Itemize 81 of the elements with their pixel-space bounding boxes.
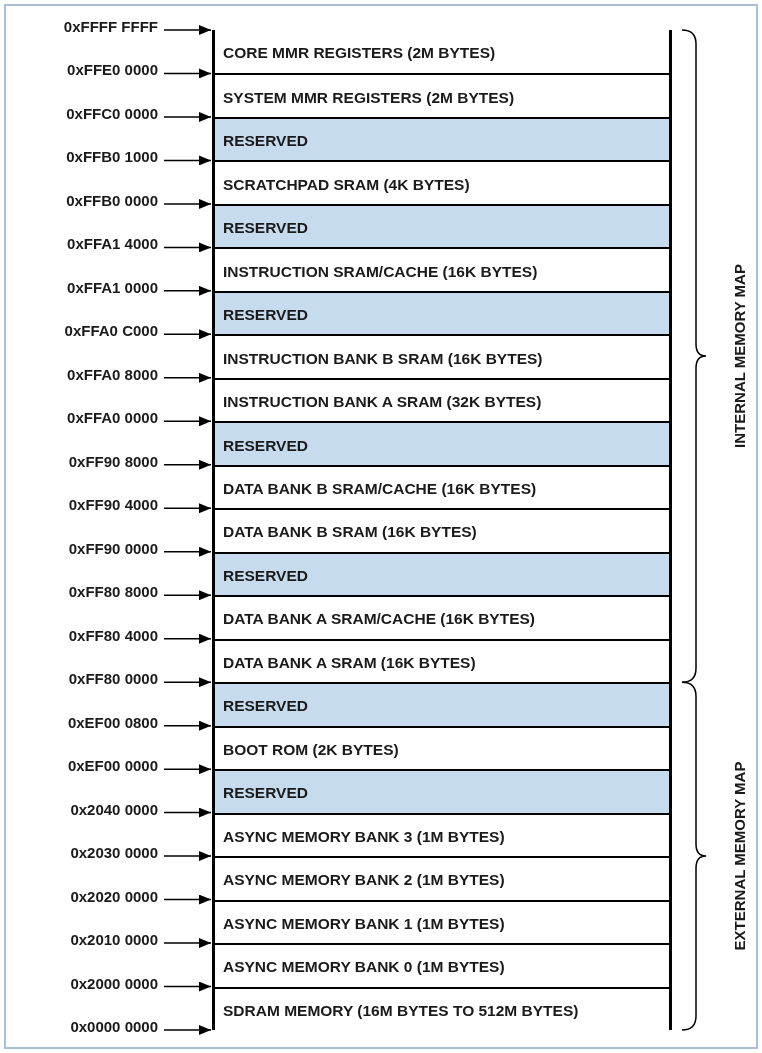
region-label: RESERVED [223,566,308,585]
region-label: INSTRUCTION SRAM/CACHE (16K BYTES) [223,262,538,281]
reserved-region [215,203,669,248]
region-label: ASYNC MEMORY BANK 2 (1M BYTES) [223,871,505,890]
arrow [163,807,212,818]
reserved-region [215,290,669,335]
region-label: ASYNC MEMORY BANK 3 (1M BYTES) [223,827,505,846]
arrow [163,677,212,688]
region-label: DATA BANK B SRAM/CACHE (16K BYTES) [223,480,537,498]
arrow [163,720,212,731]
arrow [163,503,212,514]
address-label: 0xFF90 0000 [68,539,158,558]
arrow [163,590,212,601]
arrow [163,242,212,253]
address-label: 0x2010 0000 [70,931,158,950]
address-label: 0xFF90 8000 [68,452,158,471]
arrow [163,459,212,470]
arrow [163,546,212,557]
region-label: DATA BANK A SRAM/CACHE (16K BYTES) [223,610,535,629]
region-label: CORE MMR REGISTERS (2M BYTES) [223,44,496,63]
arrow [163,894,212,905]
address-label: 0xFF90 4000 [68,496,158,515]
address-label: 0xFFA0 C000 [64,322,158,341]
address-label: 0x0000 0000 [70,1018,158,1036]
region-label: ASYNC MEMORY BANK 0 (1M BYTES) [223,958,505,977]
region-label: SYSTEM MMR REGISTERS (2M BYTES) [223,88,515,107]
address-label: 0xFFE0 0000 [67,61,158,80]
address-label: 0xFFA0 8000 [67,365,158,384]
address-label: 0xFFA1 0000 [67,278,158,297]
arrow [163,25,212,35]
section-label: EXTERNAL MEMORY MAP [731,760,749,953]
region-label: BOOT ROM (2K BYTES) [223,740,399,759]
arrow [163,938,212,949]
region-label: SDRAM MEMORY (16M BYTES TO 512M BYTES) [223,1001,579,1020]
address-label: 0xFF80 0000 [68,670,158,689]
arrow [163,155,212,166]
reserved-region [215,769,669,813]
region-label: DATA BANK A SRAM (16K BYTES) [223,653,476,672]
region-label: RESERVED [223,697,308,716]
arrow [163,1025,212,1035]
address-label: 0xFF80 8000 [68,583,158,602]
address-label: 0xFFC0 0000 [66,104,158,123]
arrow [163,981,212,992]
address-label: 0x2040 0000 [70,800,158,819]
arrow [163,111,212,122]
region-label: DATA BANK B SRAM (16K BYTES) [223,523,477,542]
address-label: 0xFFB0 1000 [66,148,158,167]
section-label: INTERNAL MEMORY MAP [731,263,749,451]
arrow [163,372,212,383]
region-label: RESERVED [223,132,308,151]
arrow [163,285,212,296]
address-label: 0xFFA1 4000 [67,235,158,254]
reserved-region [215,421,669,465]
arrow [163,198,212,209]
arrow [163,851,212,862]
address-label: 0x2030 0000 [70,844,158,863]
region-label: ASYNC MEMORY BANK 1 (1M BYTES) [223,914,505,933]
reserved-region [215,682,669,726]
region-label: RESERVED [223,436,308,455]
region-label: RESERVED [223,306,308,325]
region-label: SCRATCHPAD SRAM (4K BYTES) [223,175,470,194]
arrow [163,68,212,79]
address-label: 0xEF00 0000 [67,757,158,776]
region-label: INSTRUCTION BANK B SRAM (16K BYTES) [223,349,543,368]
address-label: 0xFFA0 0000 [67,409,158,428]
region-label: RESERVED [223,784,308,803]
address-label: 0x2000 0000 [70,974,158,993]
arrow [163,764,212,775]
address-label: 0xFFFF FFFF [63,18,158,36]
address-label: 0xEF00 0800 [67,713,158,732]
address-label: 0x2020 0000 [70,887,158,906]
memory-region [215,986,669,1030]
region-label: RESERVED [223,219,308,238]
reserved-region [215,551,669,596]
arrow [163,329,212,340]
region-label: INSTRUCTION BANK A SRAM (32K BYTES) [223,393,542,412]
reserved-region [215,116,669,161]
arrow [163,416,212,427]
arrow [163,633,212,644]
address-label: 0xFFB0 0000 [66,191,158,210]
address-label: 0xFF80 4000 [68,626,158,645]
